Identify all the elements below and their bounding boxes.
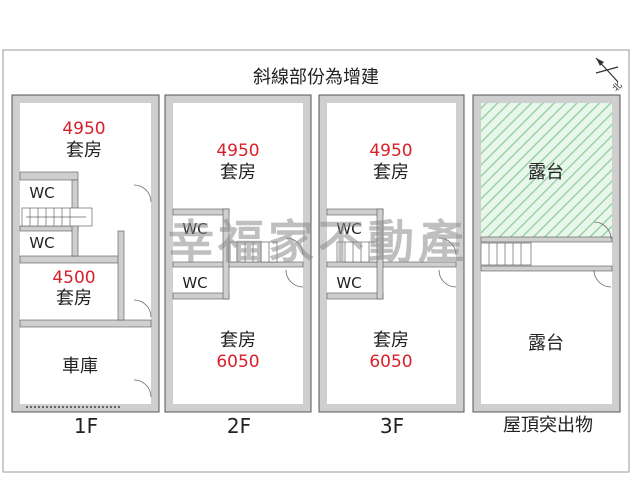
- floor-2f-wc-2: WC: [182, 274, 207, 292]
- floor-1f-room-2-area: 4500: [52, 268, 95, 288]
- stairs: [21, 207, 93, 227]
- floor-2f-room-2-area: 6050: [216, 352, 259, 372]
- floor-2f-room-1-area: 4950: [216, 141, 259, 161]
- floor-1f-label: 1F: [74, 414, 98, 438]
- floor-3f-room-2-name: 套房: [373, 330, 409, 351]
- floor-2f-room-2-name: 套房: [220, 330, 256, 351]
- outer-frame: [2, 49, 630, 473]
- north-arrow-icon: 北: [595, 57, 624, 94]
- stairs: [336, 241, 378, 263]
- hatched-extension-area: [481, 103, 612, 237]
- floor-2f-room-1-name: 套房: [220, 162, 256, 183]
- floor-1f-room-1-name: 套房: [66, 140, 102, 161]
- stairs: [228, 241, 278, 263]
- floor-2f-wc-1: WC: [182, 220, 207, 238]
- floor-3f-wc-1: WC: [336, 220, 361, 238]
- floor-1f-wc-2: WC: [29, 234, 54, 252]
- floor-3f-room-1-name: 套房: [373, 162, 409, 183]
- floor-3f-room-2-area: 6050: [369, 352, 412, 372]
- north-label: 北: [610, 80, 624, 94]
- floor-3f-label: 3F: [380, 414, 404, 438]
- floor-1f-garage-name: 車庫: [62, 356, 98, 377]
- floor-1f-wc-1: WC: [29, 184, 54, 202]
- roof-plan: [472, 94, 621, 413]
- floor-3f-room-1-area: 4950: [369, 141, 412, 161]
- watermark-logo: 幸福家不動產: [168, 215, 468, 269]
- floor-2f-plan: [164, 94, 312, 413]
- stairs: [480, 242, 532, 266]
- diagram-title: 斜線部份為增建: [253, 67, 379, 88]
- roof-room-1-name: 露台: [528, 162, 564, 183]
- roof-room-2-name: 露台: [528, 333, 564, 354]
- floor-1f-room-2-name: 套房: [56, 288, 92, 309]
- floor-1f-room-1-area: 4950: [62, 119, 105, 139]
- floor-3f-plan: [318, 94, 465, 413]
- floor-3f-wc-2: WC: [336, 274, 361, 292]
- floor-1f-plan: [11, 94, 160, 413]
- roof-label: 屋頂突出物: [503, 415, 593, 436]
- floor-2f-label: 2F: [227, 414, 251, 438]
